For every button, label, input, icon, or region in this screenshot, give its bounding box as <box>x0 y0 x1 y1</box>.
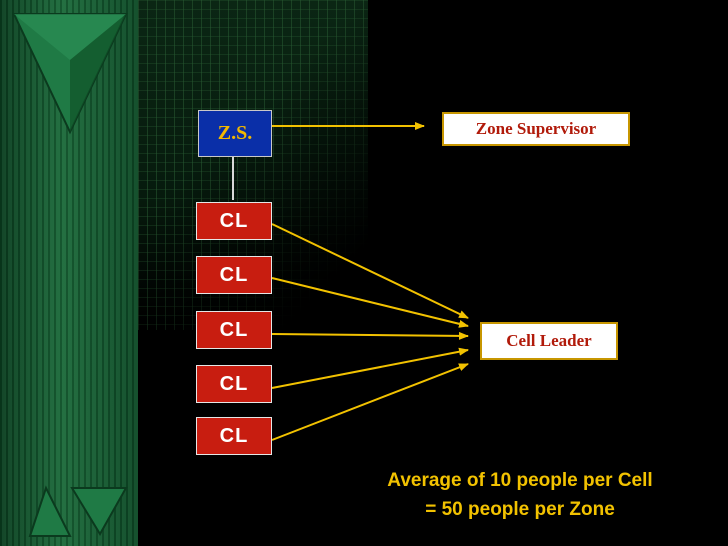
marble-triangle-small-left-icon <box>28 485 72 537</box>
cell-leader-node: CL <box>196 365 272 403</box>
cell-node-label: CL <box>219 318 249 341</box>
cell-leader-arrow <box>271 277 469 328</box>
marble-triangle-large-facet-icon <box>14 14 126 60</box>
cell-leader-node: CL <box>196 256 272 294</box>
cell-leader-arrow <box>271 363 469 441</box>
cell-leader-arrow <box>271 347 469 389</box>
marble-triangle-large-shade-icon <box>70 14 126 132</box>
summary-line-2: = 50 people per Zone <box>425 499 615 520</box>
cell-node-label: CL <box>219 372 249 395</box>
summary-line-1: Average of 10 people per Cell <box>387 470 653 491</box>
cell-leader-arrow <box>271 223 469 319</box>
zone-supervisor-label: Zone Supervisor <box>442 112 630 146</box>
cell-leader-arrow <box>271 331 469 340</box>
cell-leader-label: Cell Leader <box>480 322 618 360</box>
cell-node-label: CL <box>219 263 249 286</box>
summary-text: Average of 10 people per Cell = 50 peopl… <box>330 466 710 524</box>
cell-leader-node: CL <box>196 202 272 240</box>
cell-node-label: CL <box>219 424 249 447</box>
cell-leader-node: CL <box>196 417 272 455</box>
zone-supervisor-node: Z.S. <box>198 110 272 157</box>
zone-node-label: Z.S. <box>217 122 253 144</box>
cell-leader-node: CL <box>196 311 272 349</box>
cell-node-label: CL <box>219 209 249 232</box>
marble-triangle-small-right-icon <box>70 487 128 536</box>
